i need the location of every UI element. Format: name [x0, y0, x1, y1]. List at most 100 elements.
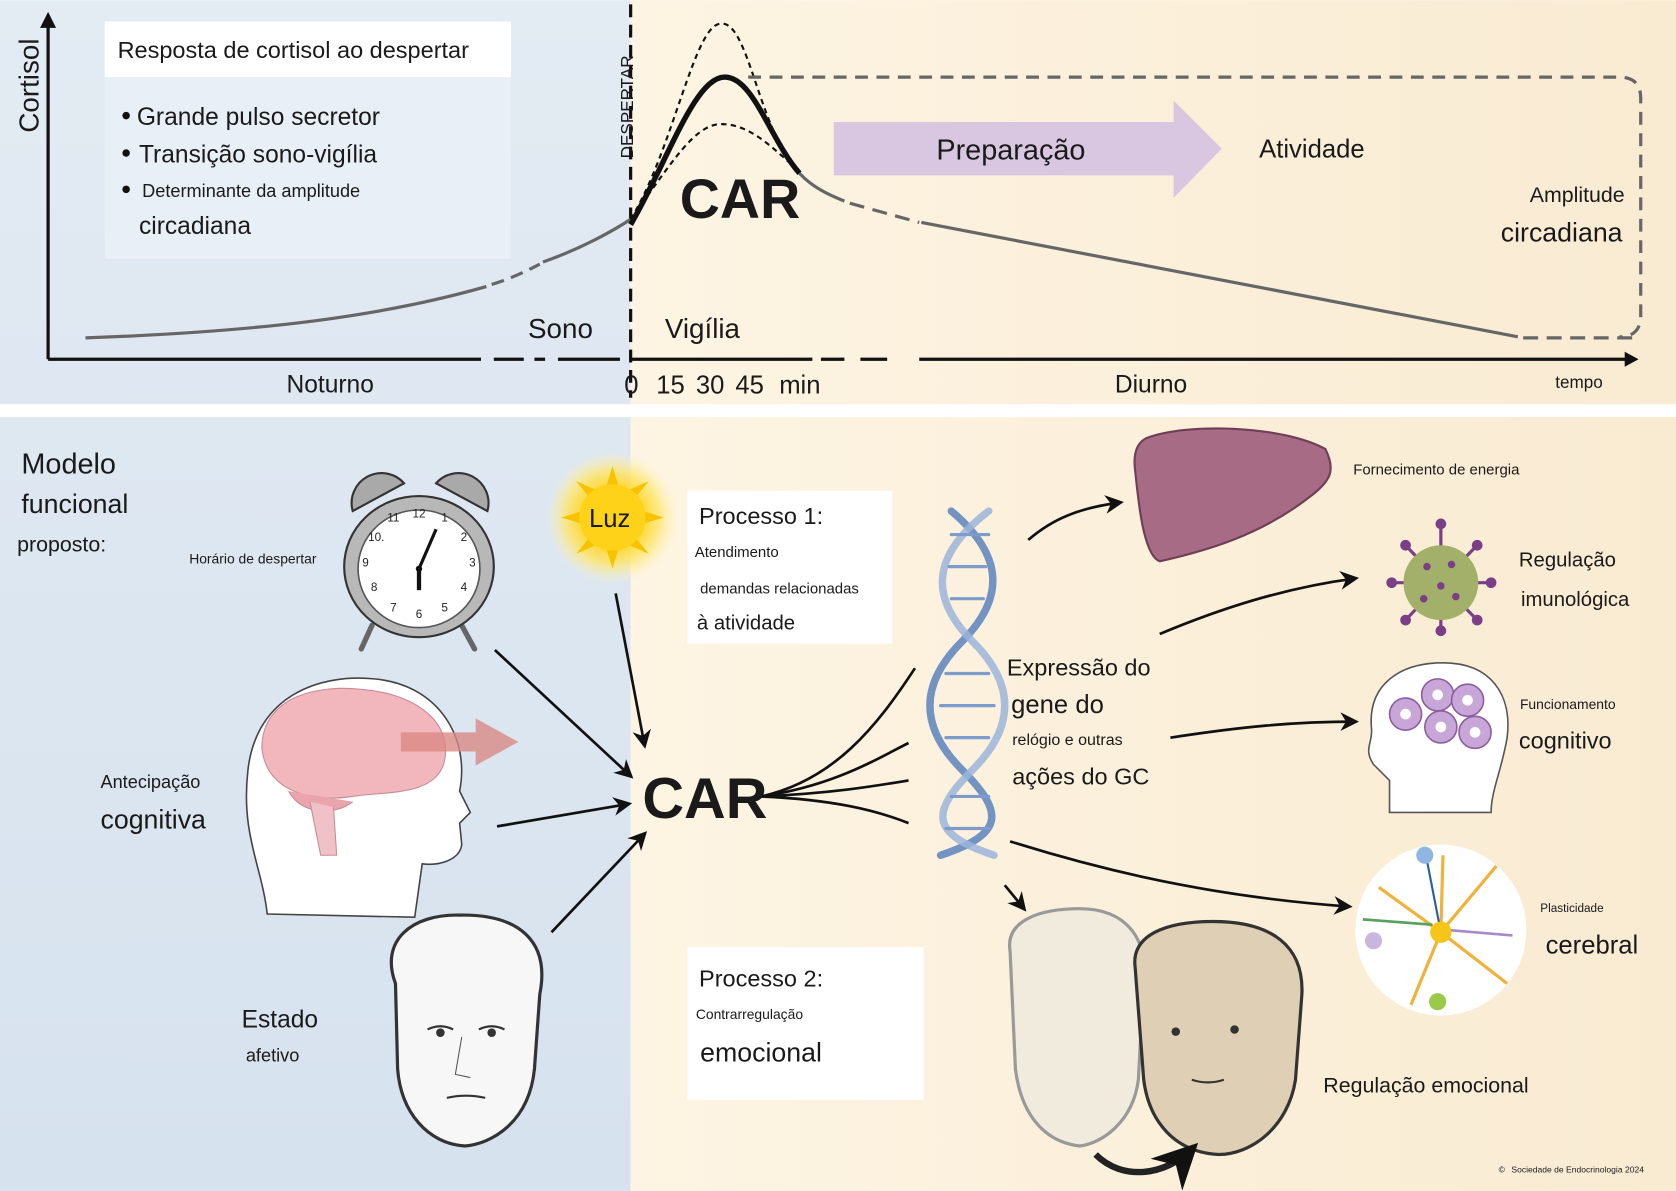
process-1-box [687, 490, 893, 644]
arrow-light-to-car [614, 593, 651, 749]
light-label: Luz [589, 505, 630, 533]
gene-expression-label: relógio e outras [1012, 731, 1122, 749]
liver-icon [1133, 427, 1332, 563]
x-tick: 30 [696, 371, 725, 399]
emotional-faces-icon [1008, 907, 1304, 1191]
night-cortisol-curve [85, 285, 487, 340]
anticipation-label: cognitiva [100, 805, 206, 835]
y-axis-label: Cortisol [13, 39, 44, 133]
process-1-title: Processo 1: [699, 503, 823, 529]
clock-number: 10. [368, 531, 384, 544]
clock-number: 6 [416, 608, 423, 621]
info-bullet-continuation: circadiana [139, 213, 251, 240]
model-title: Modelo [21, 449, 116, 481]
car-output-fan [760, 667, 917, 825]
process-1-line: demandas relacionadas [700, 580, 859, 597]
immune-label: imunológica [1521, 589, 1630, 611]
process-1-line: à atividade [697, 613, 795, 635]
neuron-network-icon [1355, 844, 1527, 1016]
face-icon [389, 913, 544, 1148]
plasticity-label: Plasticidade [1540, 902, 1604, 915]
x-label-night: Noturno [286, 371, 373, 398]
cognitive-label: Funcionamento [1520, 696, 1616, 712]
energy-label: Fornecimento de energia [1353, 462, 1520, 479]
sun-icon [546, 451, 679, 584]
alarm-clock-icon: 12 1 2 3 4 5 6 7 8 9 10. 11 [343, 472, 495, 652]
info-box [104, 77, 511, 259]
cognitive-head-icon [1367, 662, 1509, 814]
arrow-to-immune [1159, 571, 1360, 636]
wake-label: Vigília [665, 313, 741, 344]
clock-number: 11 [387, 512, 399, 525]
arrow-to-cognitive [1170, 712, 1360, 739]
clock-number: 4 [461, 581, 468, 594]
info-bullet: Determinante da amplitude [142, 181, 360, 201]
clock-number: 7 [390, 602, 397, 615]
x-tick: min [779, 371, 820, 399]
clock-number: 3 [469, 557, 476, 570]
info-box-title: Resposta de cortisol ao despertar [118, 37, 470, 63]
immune-label: Regulação [1519, 550, 1616, 572]
x-tick: 0 [624, 371, 638, 399]
info-bullet: Transição sono-vigília [139, 142, 377, 169]
affective-label: afetivo [246, 1046, 300, 1066]
clock-number: 5 [441, 602, 448, 615]
dna-helix-icon [926, 507, 1009, 859]
car-peak-curve [628, 74, 802, 226]
wake-time-label: Horário de despertar [189, 550, 317, 566]
info-box-header [104, 21, 511, 78]
activity-label: Atividade [1259, 135, 1364, 163]
model-title: proposto: [17, 533, 106, 557]
info-bullet: Grande pulso secretor [137, 104, 380, 131]
x-axis-arrowhead [1624, 351, 1639, 367]
arrow-to-liver [1027, 495, 1124, 541]
arrow-brain-to-car [496, 797, 633, 828]
x-tick: 15 [656, 371, 685, 399]
process-2-box [687, 947, 924, 1101]
x-tick: 45 [735, 371, 764, 399]
process-2-title: Processo 2: [699, 966, 823, 992]
arrow-to-faces [1003, 884, 1027, 912]
cognitive-label: cognitivo [1519, 727, 1612, 753]
x-label-day: Diurno [1115, 371, 1187, 398]
amplitude-label: Amplitude [1530, 183, 1625, 207]
clock-number: 1 [441, 512, 448, 525]
sleep-label: Sono [528, 313, 593, 344]
brain-head-icon [245, 677, 519, 919]
day-cortisol-curve [798, 172, 846, 203]
gene-expression-label: ações do GC [1012, 764, 1149, 790]
car-lower-bound [629, 123, 798, 220]
process-2-line: emocional [700, 1038, 822, 1068]
clock-number: 9 [362, 557, 369, 570]
panel-divider [0, 404, 1676, 417]
clock-number: 8 [371, 581, 378, 594]
functional-model: Modelo funcional proposto: 12 1 2 3 4 5 … [17, 427, 1644, 1191]
preparation-label: Preparação [936, 134, 1085, 166]
arrow-to-plasticity [1009, 840, 1353, 915]
affective-label: Estado [242, 1006, 319, 1033]
anticipation-arrow [400, 718, 519, 766]
anticipation-label: Antecipação [100, 772, 200, 792]
clock-number: 2 [461, 531, 468, 544]
emotional-regulation-label: Regulação emocional [1323, 1074, 1528, 1098]
amplitude-label: circadiana [1501, 218, 1623, 248]
gene-expression-label: Expressão do [1007, 655, 1151, 681]
car-peak-label: CAR [680, 168, 800, 230]
arrow-clock-to-car [493, 649, 634, 779]
cortisol-curve-chart: Cortisol DESPERTAR Resposta de cortisol … [13, 4, 1643, 399]
circadian-amplitude-bracket [748, 75, 1643, 339]
arrow-face-to-car [550, 831, 648, 934]
wake-line-label: DESPERTAR [618, 55, 637, 158]
immune-cell-icon [1386, 518, 1497, 637]
preparation-arrow [833, 100, 1222, 198]
gene-expression-label: gene do [1011, 691, 1104, 719]
clock-number: 12 [412, 507, 425, 520]
plasticity-label: cerebral [1546, 932, 1639, 960]
process-2-line: Contrarregulação [696, 1006, 803, 1022]
process-1-line: Atendimento [695, 544, 779, 561]
center-car-label: CAR [642, 767, 767, 831]
model-title: funcional [21, 489, 128, 519]
copyright-symbol: © [1499, 1165, 1506, 1175]
